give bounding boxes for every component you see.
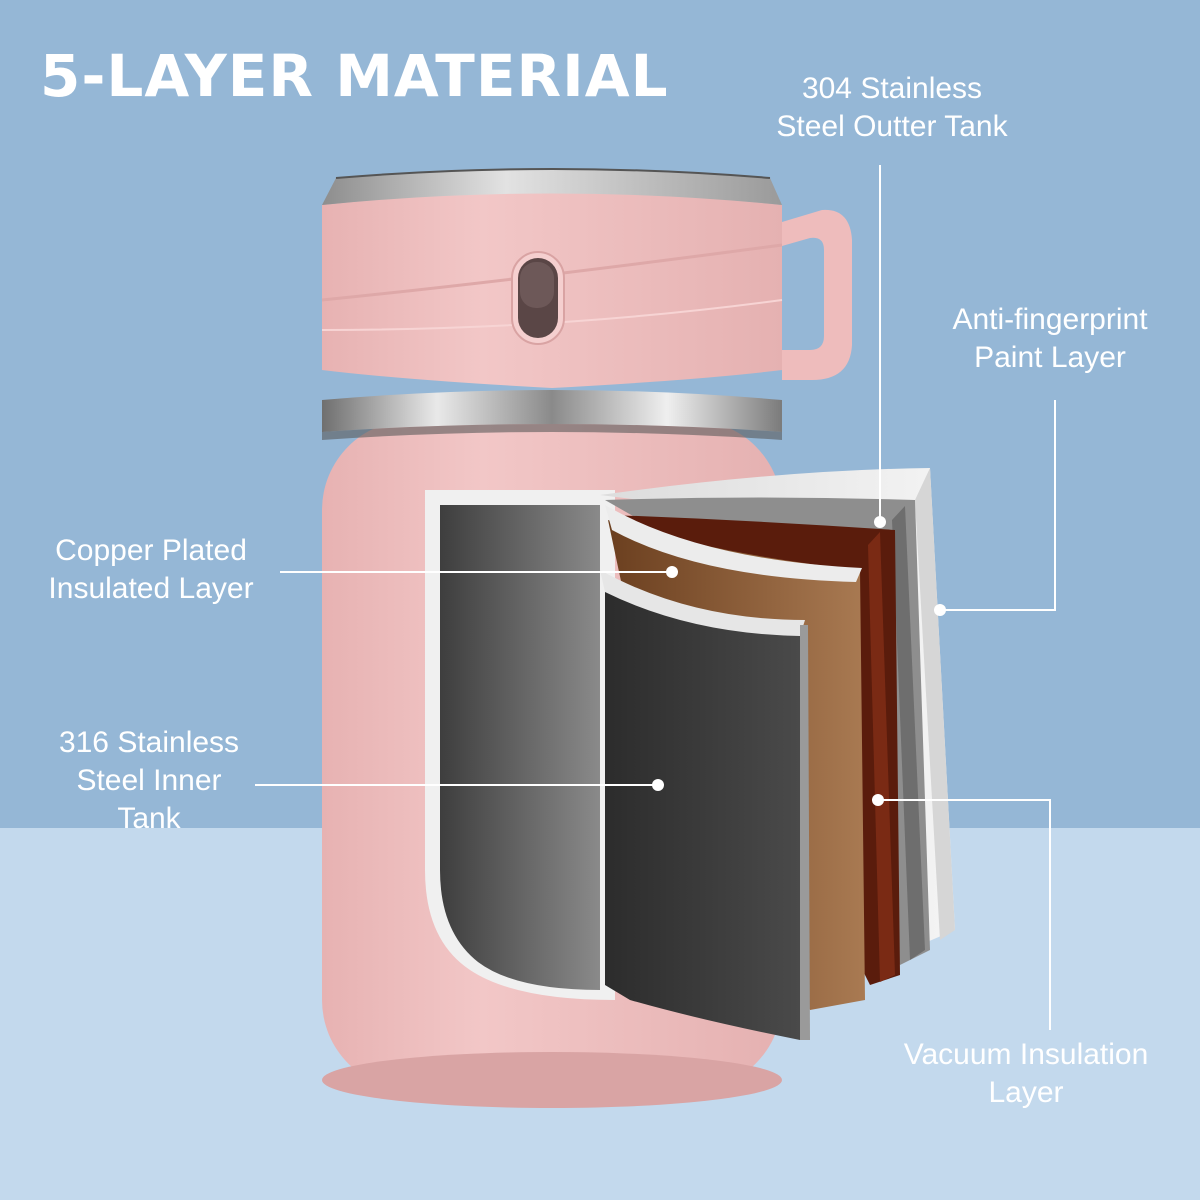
dot-inner-tank [652, 779, 664, 791]
steel-band [322, 390, 782, 440]
callout-inner-tank-line1: 316 Stainless [58, 726, 240, 759]
callout-outer-tank-line1: 304 Stainless [801, 72, 983, 105]
dot-outer-tank [874, 516, 886, 528]
cup-lid [321, 168, 852, 388]
callout-vacuum-layer-line1: Vacuum Insulation [903, 1038, 1149, 1071]
callout-inner-tank-line2: Steel Inner [76, 764, 222, 797]
headline: 5-LAYER MATERIAL [40, 42, 669, 110]
dot-vacuum-layer [872, 794, 884, 806]
leader-paint-layer [940, 400, 1056, 611]
callout-outer-tank-line2: Steel Outter Tank [776, 110, 1008, 143]
peeled-layers [600, 468, 955, 1040]
callout-vacuum-layer-line2: Layer [988, 1076, 1064, 1109]
callout-paint-layer-line2: Paint Layer [974, 341, 1126, 374]
callout-paint-layer: Anti-fingerprint Paint Layer [910, 301, 1190, 377]
cutaway-window [425, 490, 615, 1000]
callout-paint-layer-line1: Anti-fingerprint [952, 303, 1148, 336]
callout-outer-tank: 304 Stainless Steel Outter Tank [742, 70, 1042, 146]
dot-paint-layer [934, 604, 946, 616]
callout-copper-layer-line1: Copper Plated [55, 534, 247, 567]
leader-lines [255, 165, 1056, 1030]
callout-copper-layer-line2: Insulated Layer [48, 572, 254, 605]
dot-copper-layer [666, 566, 678, 578]
leader-vacuum-layer [878, 799, 1051, 1030]
callout-vacuum-layer: Vacuum Insulation Layer [872, 1036, 1180, 1112]
callout-inner-tank-line3: Tank [117, 802, 181, 835]
callout-copper-layer: Copper Plated Insulated Layer [20, 532, 282, 608]
callout-inner-tank: 316 Stainless Steel Inner Tank [20, 724, 278, 838]
leader-dots [652, 516, 946, 806]
